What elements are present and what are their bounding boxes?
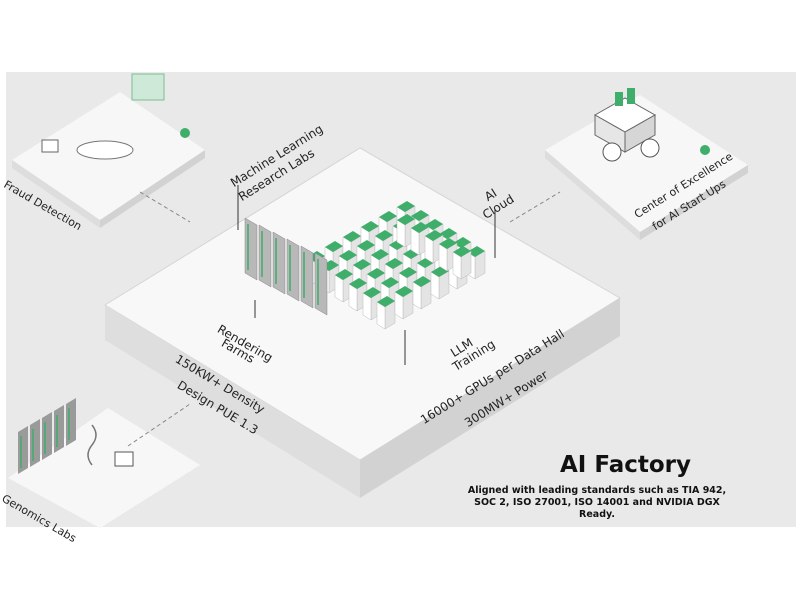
diagram-title: AI Factory [560,452,692,478]
gpu-rack [430,266,450,300]
side-equipment [18,73,710,474]
plant-icon [700,145,710,155]
server-racks [244,201,486,330]
monitor-icon [131,73,165,101]
cloud-rack [396,214,416,248]
diagram-subtitle: Aligned with leading standards such as T… [467,485,727,520]
gpu-rack [376,296,396,330]
ml-cabinet [272,231,286,295]
label-leaders [237,185,496,365]
desk-icon [41,139,59,153]
genomics-cabinet [18,426,28,474]
gpu-rack [348,278,368,312]
dna-icon [87,424,97,466]
genomics-labs-platform [8,408,200,528]
gear-icon [602,142,622,162]
ml-cabinet [244,217,258,281]
connector-lines [127,191,561,447]
gpu-rack [412,276,432,310]
gpu-rack [394,286,414,320]
ml-cabinet [258,224,272,288]
workstation-icon [114,451,134,467]
genomics-cabinet [54,405,64,453]
gpu-rack [334,269,354,303]
meeting-table-icon [76,140,134,160]
ml-cabinet [314,252,328,316]
ml-cabinet [300,245,314,309]
plant-icon [180,128,190,138]
main-platform [104,147,621,498]
genomics-cabinet [42,412,52,460]
cloud-rack [452,246,472,280]
server-stack-icon [615,92,623,106]
ml-cabinet [286,238,300,302]
genomics-cabinet [30,419,40,467]
genomics-cabinet [66,398,76,446]
cloud-rack [424,230,444,264]
